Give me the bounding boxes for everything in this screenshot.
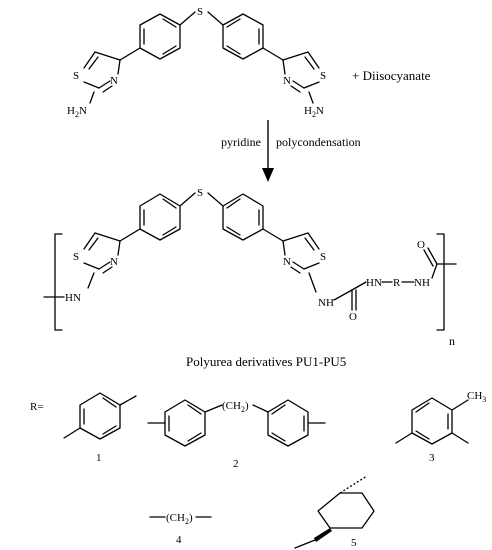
monomer-left-amine: H2N xyxy=(67,105,87,119)
polymer-left-thiazole-sulfur: S xyxy=(73,251,79,263)
r-group-3-methylated-ring: CH3 xyxy=(395,390,486,445)
polymer-left-hn: HN xyxy=(65,292,81,304)
polymer-caption: Polyurea derivatives PU1-PU5 xyxy=(186,354,346,369)
right-bracket xyxy=(436,233,445,331)
polymer-left-thiazole-nitrogen: N xyxy=(110,256,118,268)
polymer-repeat-unit: n S S N HN xyxy=(43,187,457,348)
monomer-left-thiazole: S N H2N xyxy=(67,47,141,119)
r-group-3-number: 3 xyxy=(429,452,435,464)
monomer-right-amine: H2N xyxy=(304,105,324,119)
reaction-arrow xyxy=(262,120,274,182)
r-group-4-methylene-chain: (CH2) xyxy=(149,512,212,526)
polymer-urea-nh-2: NH xyxy=(414,277,430,289)
repeat-count-n: n xyxy=(449,334,455,348)
r-group-4-chain: (CH2) xyxy=(166,512,193,526)
monomer-right-thiazole: S N H2N xyxy=(262,47,326,119)
plus-diisocyanate-label: + Diisocyanate xyxy=(352,68,431,83)
r-equals-label: R= xyxy=(30,401,44,413)
monomer-right-thiazole-nitrogen: N xyxy=(283,75,291,87)
polymer-urea-hn: HN xyxy=(366,277,382,289)
r-group-3-methyl: CH3 xyxy=(467,390,486,404)
polymer-carbonyl-oxygen: O xyxy=(417,239,425,251)
r-group-2-number: 2 xyxy=(233,458,239,470)
monomer-left-thiazole-sulfur: S xyxy=(73,70,79,82)
monomer-left-thiazole-nitrogen: N xyxy=(110,75,118,87)
monomer-diamine: S S N H2N S N xyxy=(67,6,326,119)
polymer-r-group: R xyxy=(393,277,401,289)
monomer-bridge-sulfur: S xyxy=(197,6,203,18)
polymer-urea-oxygen: O xyxy=(349,311,357,323)
r-group-4-number: 4 xyxy=(176,534,182,546)
r-group-2-diphenylmethane: (CH2) xyxy=(147,399,326,447)
left-bracket xyxy=(54,233,63,331)
r-group-1-p-phenylene xyxy=(63,392,137,440)
monomer-right-benzene xyxy=(222,13,264,60)
polymer-right-thiazole-sulfur: S xyxy=(320,251,326,263)
condition-pyridine: pyridine xyxy=(221,135,261,149)
r-group-2-bridge: (CH2) xyxy=(222,400,249,414)
r-group-5-cyclohexane xyxy=(294,475,375,549)
monomer-right-thiazole-sulfur: S xyxy=(320,70,326,82)
r-group-1-number: 1 xyxy=(96,452,102,464)
polymer-right-thiazole-nitrogen: N xyxy=(283,256,291,268)
polymer-urea-nh-1: NH xyxy=(318,297,334,309)
monomer-left-benzene xyxy=(139,13,181,60)
condition-polycondensation: polycondensation xyxy=(276,135,361,149)
polymer-bridge-sulfur: S xyxy=(197,187,203,199)
r-group-5-number: 5 xyxy=(351,537,357,549)
